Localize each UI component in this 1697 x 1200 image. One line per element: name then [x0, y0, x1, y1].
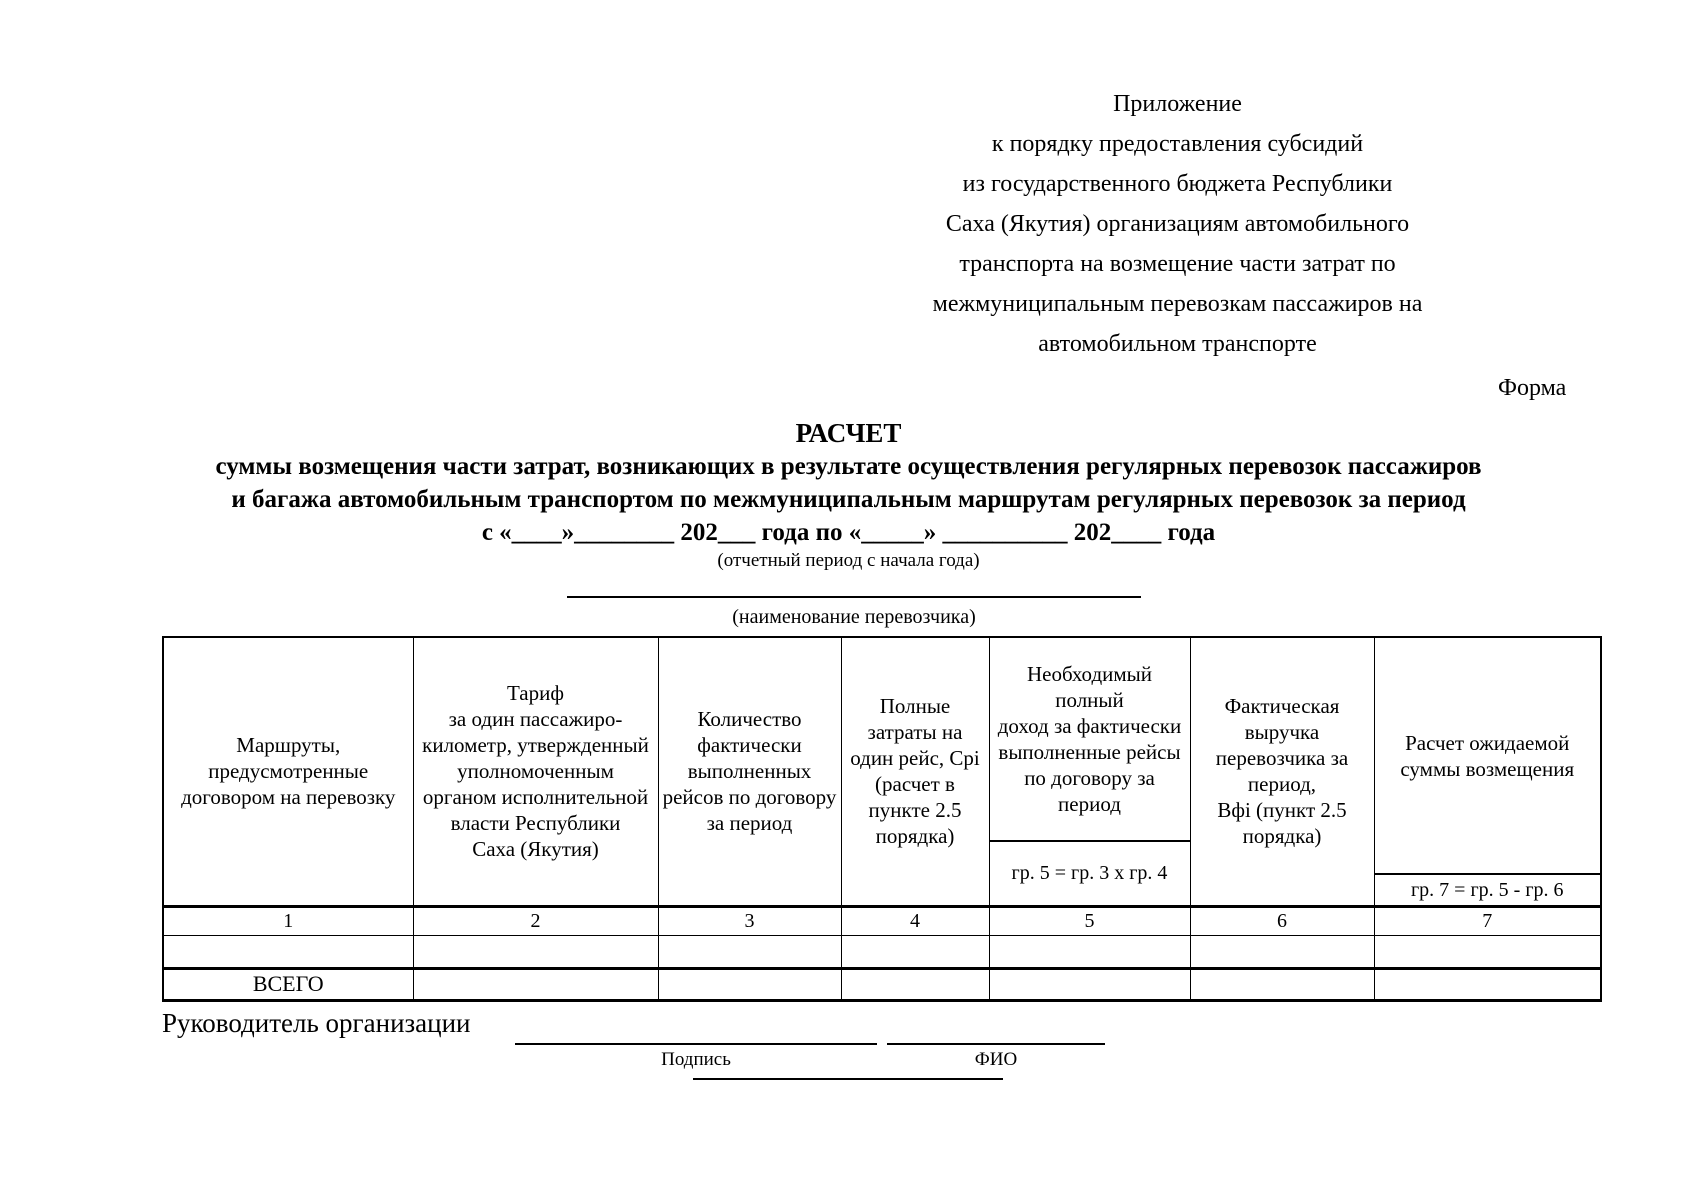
column-number: 3	[657, 904, 842, 936]
formula-col7: гр. 7 = гр. 5 - гр. 6	[1373, 873, 1602, 907]
empty-cell	[412, 934, 659, 969]
extra-blank-line	[693, 1051, 1003, 1080]
form-label: Форма	[1498, 375, 1567, 401]
appendix-line: межмуниципальным перевозкам пассажиров н…	[932, 291, 1423, 317]
empty-cell	[988, 966, 1191, 1001]
carrier-caption: (наименование перевозчика)	[732, 606, 976, 628]
appendix-line: Приложение	[1113, 91, 1242, 117]
signature-blank-line	[515, 1014, 877, 1045]
signatory-label: Руководитель организации	[162, 1008, 471, 1038]
empty-cell	[988, 934, 1191, 969]
table-row	[162, 934, 1602, 969]
header-required-income: Необходимый полный доход за фактически в…	[988, 636, 1191, 842]
appendix-line: из государственного бюджета Республики	[962, 171, 1393, 197]
carrier-name-blank-line	[567, 596, 1141, 598]
total-row: ВСЕГО	[162, 966, 1602, 1001]
column-number: 4	[840, 904, 990, 936]
title-subtitle-line: суммы возмещения части затрат, возникающ…	[215, 453, 1482, 480]
header-full-costs: Полные затраты на один рейс, Срi (расчет…	[840, 636, 990, 907]
calculation-table: Маршруты, предусмотренные договором на п…	[162, 636, 1602, 1002]
empty-cell	[162, 934, 414, 969]
name-blank-line	[887, 1014, 1105, 1045]
appendix-line: автомобильном транспорте	[1038, 331, 1317, 357]
empty-cell	[1189, 966, 1375, 1001]
column-number: 7	[1373, 904, 1602, 936]
empty-cell	[1373, 934, 1602, 969]
header-expected-compensation: Расчет ожидаемой суммы возмещения	[1373, 636, 1602, 875]
header-tariff: Тариф за один пассажиро- километр, утвер…	[412, 636, 659, 907]
empty-cell	[657, 934, 842, 969]
period-fill-in-line: с «____»________ 202___ года по «_____» …	[481, 519, 1216, 546]
title-subtitle-line: и багажа автомобильным транспортом по ме…	[231, 486, 1466, 513]
page-title: РАСЧЕТ	[795, 418, 902, 448]
appendix-line: транспорта на возмещение части затрат по	[959, 251, 1396, 277]
column-number: 6	[1189, 904, 1375, 936]
column-number: 2	[412, 904, 659, 936]
empty-cell	[840, 966, 990, 1001]
empty-cell	[1373, 966, 1602, 1001]
empty-cell	[1189, 934, 1375, 969]
empty-cell	[657, 966, 842, 1001]
formula-col5: гр. 5 = гр. 3 х гр. 4	[988, 840, 1191, 907]
header-routes: Маршруты, предусмотренные договором на п…	[162, 636, 414, 907]
column-number: 1	[162, 904, 414, 936]
total-label-cell: ВСЕГО	[162, 966, 414, 1001]
column-numbers-row: 1 2 3 4 5 6 7	[162, 904, 1602, 936]
title-block: РАСЧЕТ суммы возмещения части затрат, во…	[0, 416, 1697, 573]
header-trips-count: Количество фактически выполненных рейсов…	[657, 636, 842, 907]
period-caption: (отчетный период с начала года)	[717, 550, 980, 571]
header-actual-revenue: Фактическая выручка перевозчика за перио…	[1189, 636, 1375, 907]
appendix-line: к порядку предоставления субсидий	[991, 131, 1364, 157]
signature-caption: Подпись	[661, 1049, 731, 1070]
name-caption: ФИО	[974, 1049, 1018, 1070]
appendix-block: Приложение к порядку предоставления субс…	[905, 84, 1450, 364]
column-number: 5	[988, 904, 1191, 936]
appendix-line: Саха (Якутия) организациям автомобильног…	[945, 211, 1410, 237]
empty-cell	[840, 934, 990, 969]
empty-cell	[412, 966, 659, 1001]
